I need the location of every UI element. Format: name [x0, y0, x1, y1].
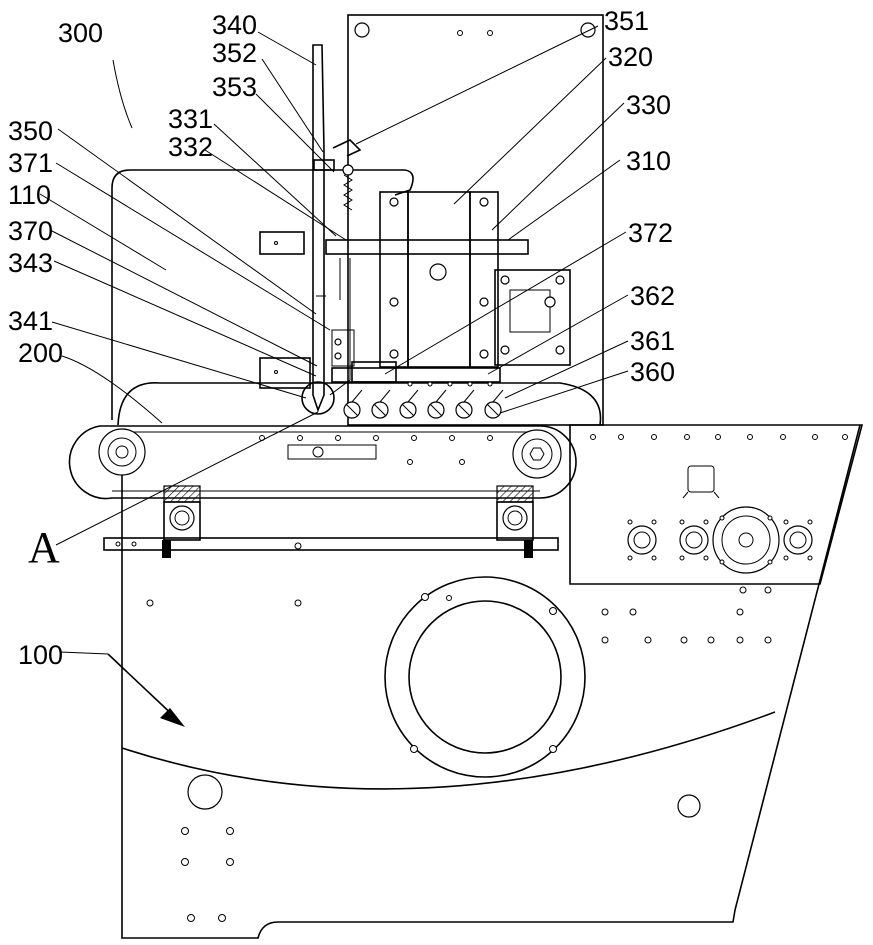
- label-100: 100: [18, 640, 63, 670]
- label-332: 332: [168, 132, 213, 162]
- label-371: 371: [8, 148, 53, 178]
- label-362: 362: [630, 281, 675, 311]
- label-343: 343: [8, 248, 53, 278]
- label-360: 360: [630, 357, 675, 387]
- label-372: 372: [628, 218, 673, 248]
- label-310: 310: [626, 146, 671, 176]
- cutting-blade: [301, 44, 362, 415]
- label-331: 331: [168, 104, 213, 134]
- label-353: 353: [212, 72, 257, 102]
- label-352: 352: [212, 38, 257, 68]
- reference-labels: 300 340 352 353 331 332 350 371 110 370 …: [8, 6, 675, 670]
- label-320: 320: [608, 42, 653, 72]
- label-370: 370: [8, 216, 53, 246]
- control-panel: [569, 424, 864, 585]
- leader-lines: [39, 25, 629, 727]
- conveyor-belt: [68, 382, 602, 558]
- label-340: 340: [212, 10, 257, 40]
- label-110: 110: [8, 180, 51, 210]
- mechanism-housing: [111, 14, 604, 426]
- label-200: 200: [18, 338, 63, 368]
- label-341: 341: [8, 306, 53, 336]
- label-361: 361: [630, 326, 675, 356]
- roller-row: [343, 389, 504, 419]
- label-351: 351: [604, 6, 649, 36]
- label-330: 330: [626, 90, 671, 120]
- large-bearing-opening: [384, 576, 586, 778]
- label-350: 350: [8, 116, 53, 146]
- label-300: 300: [58, 18, 103, 48]
- base-frame: [121, 424, 861, 939]
- label-A: A: [28, 523, 60, 572]
